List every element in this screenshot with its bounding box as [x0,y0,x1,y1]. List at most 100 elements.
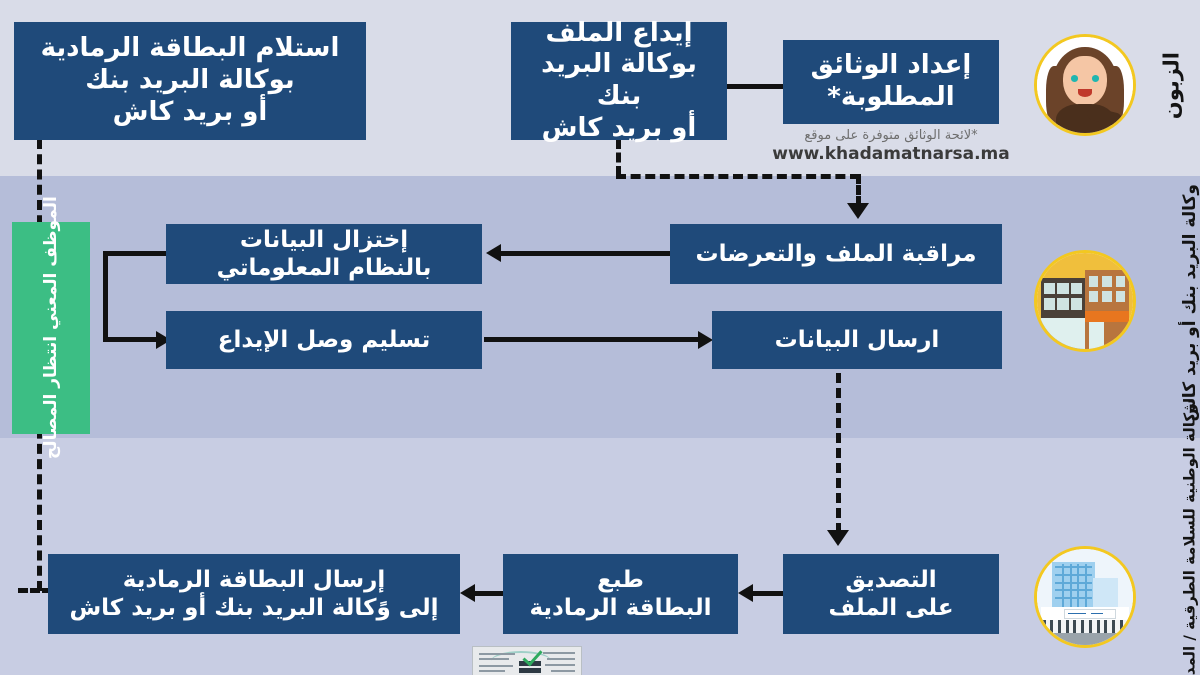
connector-check-to-reduce [500,251,670,256]
box-reduce-data-line-1: إختزال البيانات [239,226,409,253]
arrowhead-validate-file [827,530,849,546]
box-reduce-data-line-2: بالنظام المعلوماتي [216,255,432,281]
green-lane-tag-label: الموظف المعني انتظار المصالح [40,196,61,460]
lane-band-post-agency [0,176,1200,438]
window-grid [1055,566,1092,569]
fence-bar [1058,620,1062,636]
connector-prepare-to-deposit [726,84,784,89]
connector-reduce-left [103,251,168,256]
box-send-card-line-1: إرسال البطاقة الرمادية [122,566,386,593]
window-shape [1115,291,1126,302]
mouth-shape [1078,88,1092,98]
entrance-door [1088,322,1105,349]
box-receive-card[interactable]: استلام البطاقة الرمادية بوكالة البريد بن… [14,22,366,140]
arrowhead-send-data [698,331,713,349]
window-shape [1070,298,1083,310]
sign-logo-block [1090,612,1103,614]
avatar-customer [1034,34,1136,136]
connector-deliver-to-send [484,337,702,342]
avatar-narsa [1034,546,1136,648]
box-deliver-receipt-line-1: تسليم وصل الإيداع [217,326,431,353]
card-text-line [479,653,515,655]
box-print-card-line-1: طبع [597,566,644,593]
window-shape [1102,276,1112,287]
window-shape [1070,282,1083,295]
box-validate-file[interactable]: التصديق على الملف [783,554,999,634]
box-send-data[interactable]: ارسال البيانات [712,311,1002,369]
box-deposit-file-line-1: إيداع الملف [545,17,693,48]
arrowhead-reduce-data [486,244,501,262]
box-validate-file-line-1: التصديق [845,566,937,593]
box-print-card[interactable]: طبع البطاقة الرمادية [503,554,738,634]
fence-bar [1088,620,1092,636]
fence-bar [1081,620,1085,636]
eye-shape [1070,75,1079,83]
window-shape [1057,298,1069,310]
connector-send-to-validate [836,373,841,533]
connector-reduce-down [103,251,108,341]
face-shape [1062,56,1108,107]
eye-shape [1091,75,1100,83]
fence-bar [1119,620,1123,636]
footnote-note: *لائحة الوثائق متوفرة على موقع [804,128,978,143]
window-grid [1085,564,1087,607]
narsa-sign [1063,609,1116,620]
window-grid [1055,581,1092,584]
box-deliver-receipt[interactable]: تسليم وصل الإيداع [166,311,482,369]
box-prepare-docs[interactable]: إعداد الوثائق المطلوبة* [783,40,999,124]
box-send-card[interactable]: إرسال البطاقة الرمادية إلى وًكالة البريد… [48,554,460,634]
box-reduce-data[interactable]: إختزال البيانات بالنظام المعلوماتي [166,224,482,284]
window-grid [1055,597,1092,599]
connector-print-to-send-card [474,591,514,596]
avatar-post-agency [1034,250,1136,352]
card-text-line [547,658,575,660]
card-text-line [543,652,575,654]
box-validate-file-line-2: على الملف [828,595,954,621]
post-office-building-icon [1037,253,1133,349]
connector-to-check-file [856,174,861,206]
arrowhead-send-card [460,584,475,602]
box-prepare-docs-line-2: المطلوبة* [827,82,955,112]
box-send-card-line-2: إلى وًكالة البريد بنك أو بريد كاش [69,595,439,621]
box-deposit-file[interactable]: إيداع الملف بوكالة البريد بنك أو بريد كا… [511,18,727,143]
card-barcode [519,661,541,666]
window-shape [1102,291,1112,302]
green-lane-tag: الموظف المعني انتظار المصالح [12,197,90,459]
card-text-line [479,665,513,667]
fence-bar [1096,620,1100,636]
lane-label-narsa: الوكالة الوطنية للسلامة الطرقية / المدير… [1180,392,1199,675]
connector-to-deliver-receipt [103,337,158,342]
lane-label-post-agency: وكالة البريد بنك أو بريد كاش [1179,184,1200,422]
arrowhead-print-card [738,584,753,602]
connector-validate-to-print [752,591,809,596]
box-send-data-line-1: ارسال البيانات [774,326,940,353]
window-shape [1115,276,1126,287]
window-grid [1055,589,1092,592]
box-deposit-file-line-2: بوكالة البريد بنك [541,49,697,111]
connector-deposit-right [616,174,860,179]
box-check-file[interactable]: مراقبة الملف والتعرضات [670,224,1002,284]
window-shape [1043,282,1056,295]
sign-text-block [1067,612,1086,614]
grey-card-image [472,646,582,675]
card-wave-decor [491,651,551,671]
box-check-file-line-1: مراقبة الملف والتعرضات [695,240,977,267]
box-receive-card-line-3: أو بريد كاش [112,96,268,127]
lane-label-customer: الزبون [1159,52,1184,120]
connector-deposit-down [616,139,621,176]
window-shape [1088,276,1099,287]
card-text-line [479,658,509,660]
arrowhead-check-file [847,203,869,219]
footnote-url: www.khadamatnarsa.ma [772,143,1010,164]
fence-bar [1111,620,1115,636]
window-grid [1069,564,1072,607]
box-deposit-file-line-3: أو بريد كاش [541,112,697,143]
fence-bar [1050,620,1054,636]
fence-bar [1042,620,1046,636]
card-barcode [519,668,541,673]
woman-avatar-icon [1037,37,1133,133]
box-prepare-docs-line-1: إعداد الوثائق [810,50,972,81]
window-shape [1057,282,1069,295]
storefront-glass [1040,318,1085,349]
